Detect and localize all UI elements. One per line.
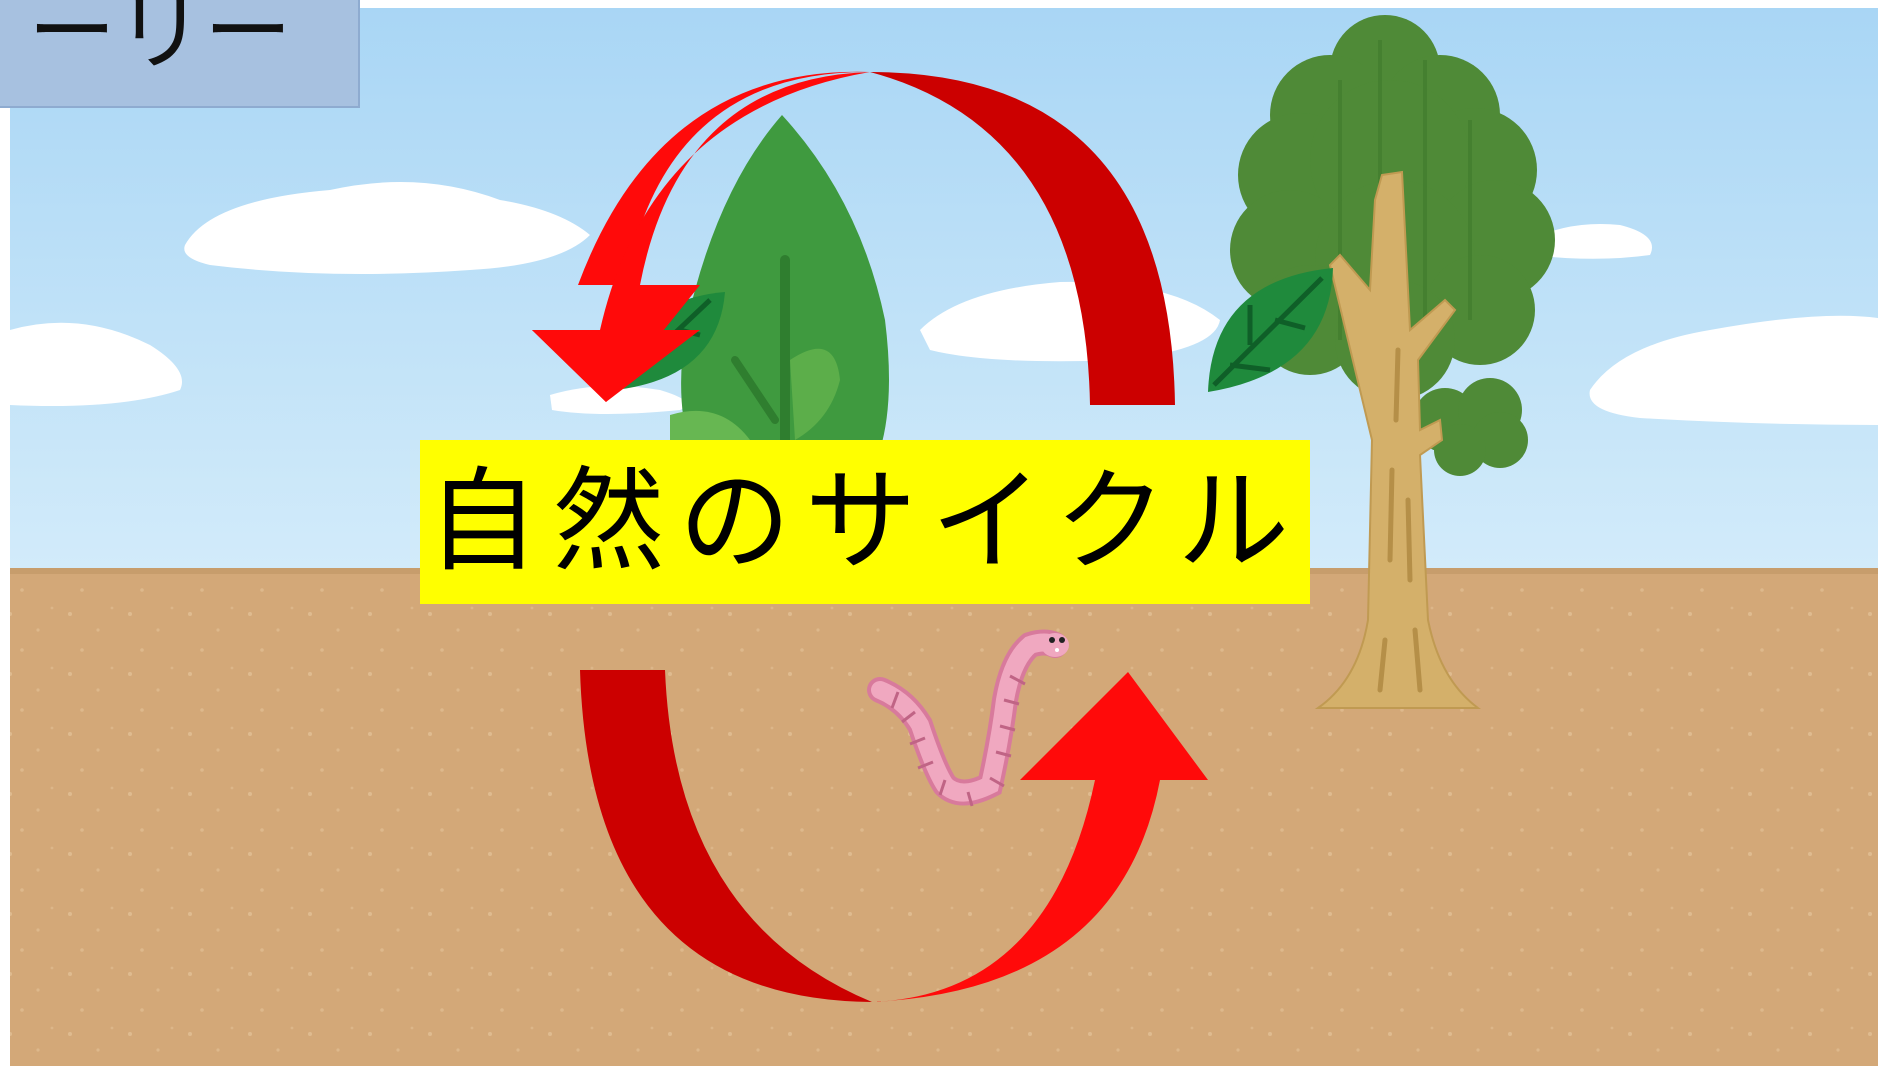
cycle-arrow-bottom <box>580 670 1208 1002</box>
tree-trunk <box>1314 170 1482 709</box>
corner-title-tab: ーリー <box>0 0 360 108</box>
corner-title-text: ーリー <box>27 0 292 83</box>
cycle-arrow-top <box>532 71 1175 405</box>
slide-title: 自然のサイクル <box>426 457 1304 587</box>
title-box: 自然のサイクル <box>420 440 1310 604</box>
earthworm <box>867 629 1069 807</box>
plant <box>670 115 889 450</box>
leaf-right <box>1208 268 1333 392</box>
